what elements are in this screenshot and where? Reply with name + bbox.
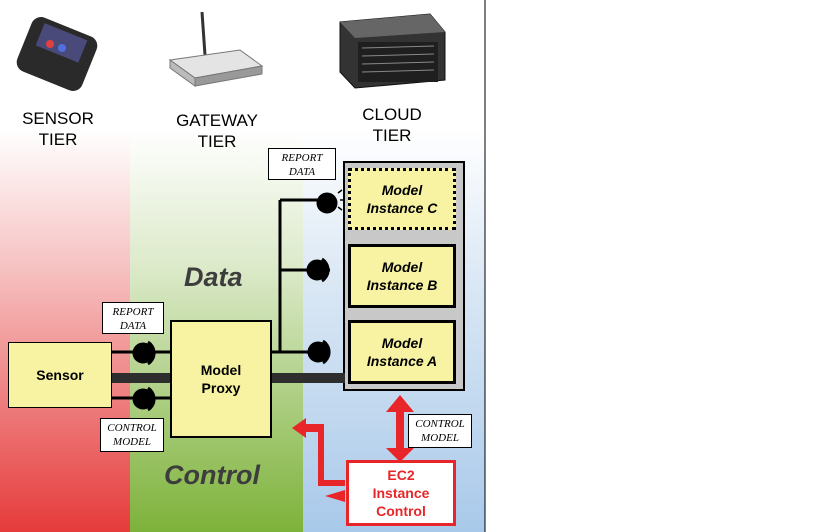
data-section-label: Data [184, 262, 243, 292]
report-data-note-top: REPORT DATA [268, 148, 336, 180]
model-instance-a-box: Model Instance A [348, 320, 456, 384]
connectors [132, 192, 338, 412]
sensor-tier-label: SENSOR TIER [22, 109, 94, 149]
model-instance-c-label: Model Instance C [366, 182, 438, 216]
model-instance-a-label: Model Instance A [366, 335, 438, 369]
control-arrows [292, 395, 414, 502]
model-proxy-box: Model Proxy [170, 320, 272, 438]
smartphone-icon [16, 17, 98, 91]
model-instance-b-label: Model Instance B [366, 259, 438, 293]
gateway-tier-label: GATEWAY TIER [176, 111, 258, 151]
cloud-tier-label: CLOUD TIER [362, 105, 422, 145]
server-icon [339, 13, 446, 89]
model-instance-b-box: Model Instance B [348, 244, 456, 308]
control-section-label: Control [164, 460, 260, 490]
router-icon [168, 11, 264, 87]
ec2-instance-control-box: EC2 Instance Control [346, 460, 456, 526]
model-proxy-label: Model Proxy [200, 362, 242, 396]
ec2-instance-control-label: EC2 Instance Control [372, 467, 430, 519]
radiating-ticks [337, 189, 345, 211]
control-model-note-left: CONTROL MODEL [100, 418, 164, 452]
model-instance-c-box: Model Instance C [348, 168, 456, 230]
report-data-note-left: REPORT DATA [102, 302, 164, 334]
sensor-box: Sensor [8, 342, 112, 408]
sensor-box-label: Sensor [36, 367, 84, 383]
control-model-note-right: CONTROL MODEL [408, 414, 472, 448]
